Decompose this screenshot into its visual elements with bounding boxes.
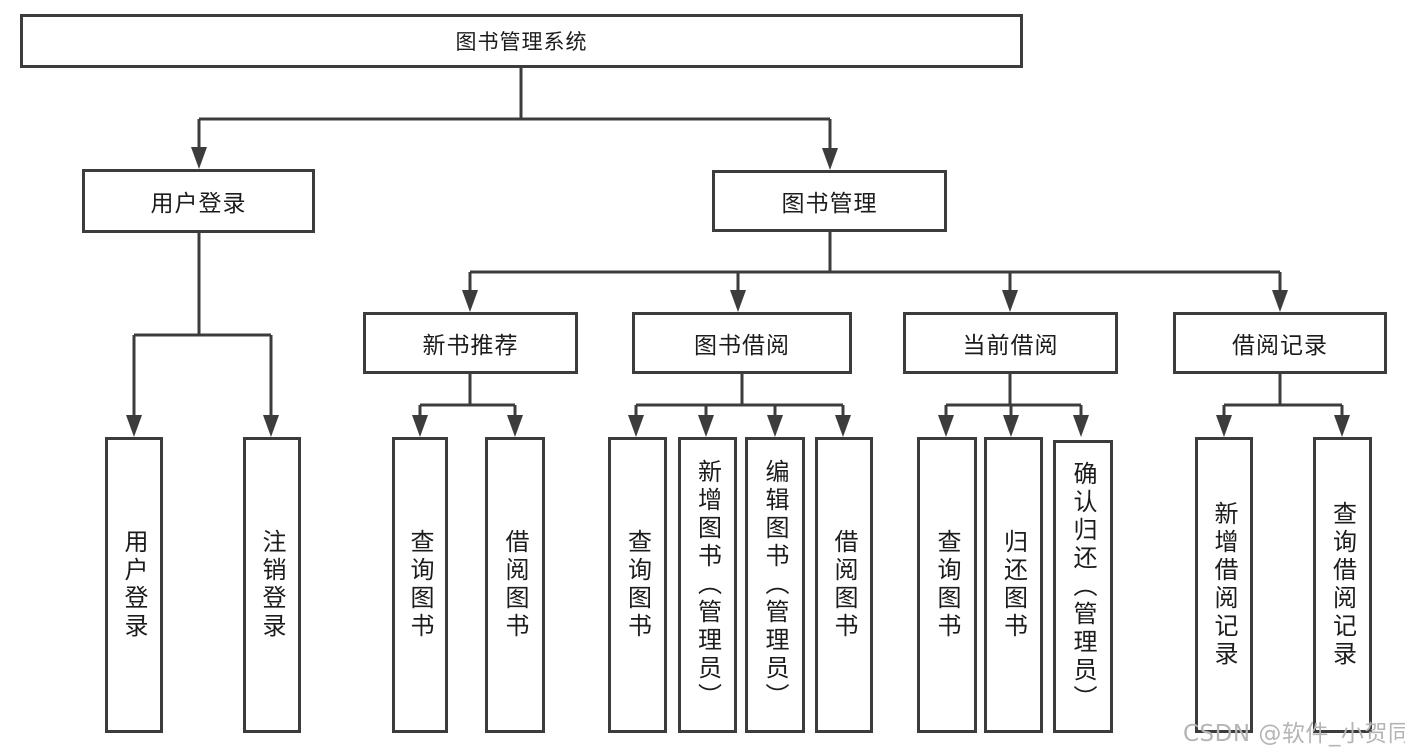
node-book-management: 图书管理 [712, 170, 947, 232]
leaf-query-book-recommend: 查询图书 [392, 437, 448, 733]
leaf-edit-book-admin: 编辑图书（管理员） [745, 437, 805, 733]
leaf-query-book-borrow: 查询图书 [608, 437, 667, 733]
leaf-logout: 注销登录 [243, 437, 301, 733]
leaf-add-book-admin: 新增图书（管理员） [678, 437, 737, 733]
leaf-borrow-book: 借阅图书 [815, 437, 873, 733]
leaf-query-book-current: 查询图书 [917, 437, 977, 733]
node-new-book-recommend: 新书推荐 [363, 312, 578, 374]
node-book-borrow: 图书借阅 [632, 312, 852, 374]
leaf-query-borrow-record: 查询借阅记录 [1313, 437, 1372, 733]
csdn-watermark: CSDN @软件_小贺同学 [1183, 721, 1405, 747]
node-library-management-system: 图书管理系统 [20, 14, 1023, 68]
leaf-confirm-return-admin: 确认归还（管理员） [1053, 440, 1113, 733]
node-user-login: 用户登录 [82, 169, 315, 233]
leaf-return-book: 归还图书 [984, 437, 1043, 733]
node-current-borrow: 当前借阅 [903, 312, 1118, 374]
leaf-add-borrow-record: 新增借阅记录 [1195, 437, 1253, 733]
node-borrow-records: 借阅记录 [1173, 312, 1387, 374]
leaf-user-login: 用户登录 [105, 437, 163, 733]
leaf-borrow-book-recommend: 借阅图书 [485, 437, 545, 733]
